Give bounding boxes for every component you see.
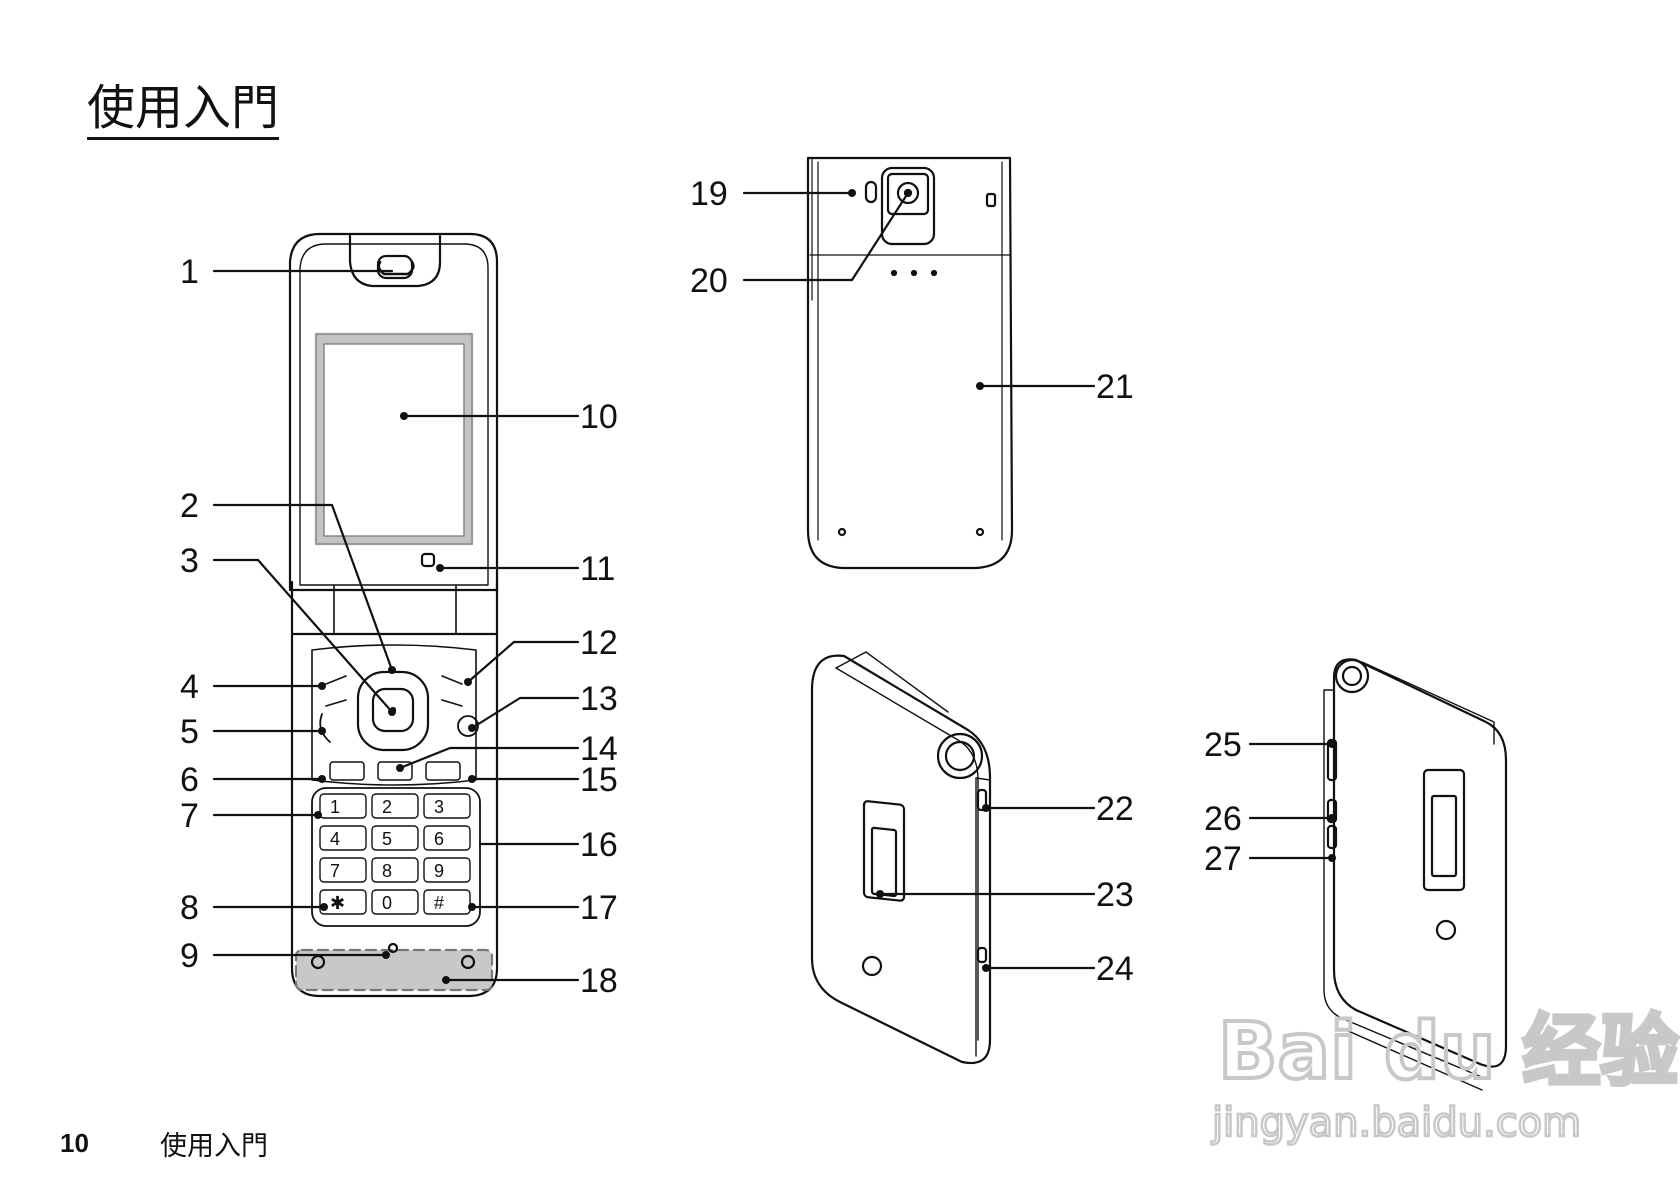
callout-11: 11 [580, 550, 615, 588]
keypad [319, 793, 471, 915]
key-2: 2 [382, 797, 392, 817]
callout-9: 9 [180, 937, 199, 975]
key-7: 7 [330, 861, 340, 881]
callout-21: 21 [1096, 368, 1134, 406]
callout-17: 17 [580, 889, 618, 927]
watermark-url: jingyan.baidu.com [1211, 1100, 1581, 1146]
key-1: 1 [330, 797, 340, 817]
callout-19: 19 [690, 175, 728, 213]
watermark-brand: Bai du 经验 [1218, 1007, 1679, 1097]
callout-10: 10 [580, 398, 618, 436]
page-title: 使用入門 [87, 82, 280, 140]
closed-phone-side-illustration [810, 651, 992, 1065]
key-4: 4 [330, 829, 340, 849]
callout-4: 4 [180, 668, 199, 706]
baidu-watermark: Bai du 经验 jingyan.baidu.com [1210, 1005, 1680, 1147]
callout-3: 3 [180, 542, 199, 580]
callout-23: 23 [1096, 876, 1134, 914]
closed-phone-right-illustration [1323, 658, 1508, 1091]
key-6: 6 [434, 829, 444, 849]
callout-14: 14 [580, 730, 618, 768]
callout-24: 24 [1096, 950, 1134, 988]
key-8: 8 [382, 861, 392, 881]
callout-6: 6 [180, 761, 199, 799]
callout-13: 13 [580, 680, 618, 718]
callout-5: 5 [180, 713, 199, 751]
callout-20: 20 [690, 262, 728, 300]
callout-12: 12 [580, 624, 618, 662]
front-phone-illustration [288, 232, 499, 998]
callout-22: 22 [1096, 790, 1134, 828]
page-number: 10 [60, 1128, 89, 1158]
callout-16: 16 [580, 826, 618, 864]
key-3: 3 [434, 797, 444, 817]
key-9: 9 [434, 861, 444, 881]
leader-lines [212, 191, 1334, 982]
callout-26: 26 [1204, 800, 1242, 838]
callout-7: 7 [180, 797, 199, 835]
key-star: ✱ [330, 893, 345, 913]
callout-25: 25 [1204, 726, 1242, 764]
key-hash: # [434, 893, 444, 913]
key-0: 0 [382, 893, 392, 913]
callout-27: 27 [1204, 840, 1242, 878]
callout-8: 8 [180, 889, 199, 927]
back-phone-illustration [806, 156, 1014, 570]
key-5: 5 [382, 829, 392, 849]
callout-15: 15 [580, 761, 618, 799]
leader-dots [314, 189, 1336, 984]
callout-18: 18 [580, 962, 618, 1000]
callout-2: 2 [180, 487, 199, 525]
footer-section-title: 使用入門 [160, 1131, 268, 1162]
callout-1: 1 [180, 253, 199, 291]
